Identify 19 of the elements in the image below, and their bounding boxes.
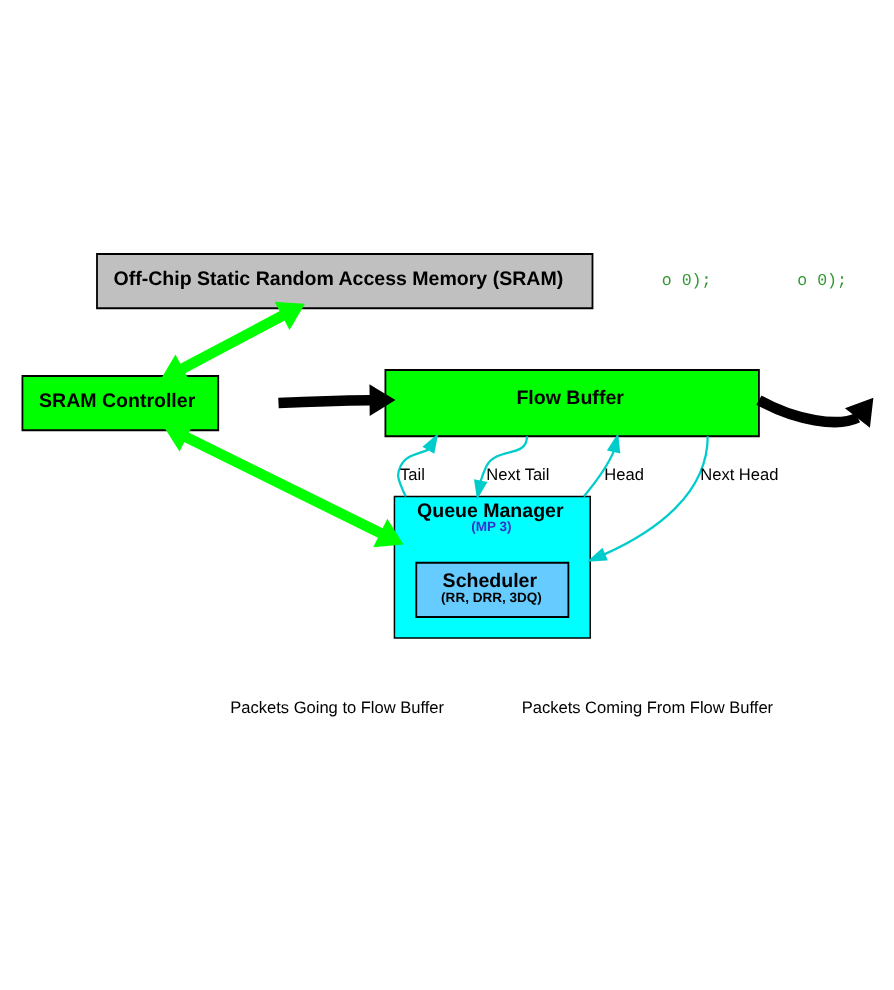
arrow bbox=[587, 436, 709, 562]
edge-label: Tail bbox=[400, 465, 425, 484]
label: Packets Going to Flow Buffer bbox=[230, 699, 445, 718]
node-box: Off-Chip Static Random Access Memory (SRAM) bbox=[96, 253, 594, 310]
node-box: SRAM Controller bbox=[21, 375, 220, 432]
label: Packets Coming From Flow Buffer bbox=[521, 699, 774, 718]
arrow bbox=[582, 432, 621, 498]
arrow bbox=[160, 301, 305, 383]
arrow bbox=[756, 395, 874, 428]
arrow bbox=[278, 384, 396, 417]
arrow bbox=[163, 423, 404, 548]
edge-label: Next Head bbox=[700, 465, 779, 484]
node-box: Flow Buffer bbox=[384, 369, 760, 438]
edge-label: Head bbox=[604, 465, 644, 484]
label: o 0); bbox=[797, 273, 847, 292]
arrow bbox=[474, 436, 529, 500]
arrow bbox=[397, 433, 439, 497]
label: o 0); bbox=[661, 273, 712, 292]
edge-label: Next Tail bbox=[486, 465, 550, 484]
